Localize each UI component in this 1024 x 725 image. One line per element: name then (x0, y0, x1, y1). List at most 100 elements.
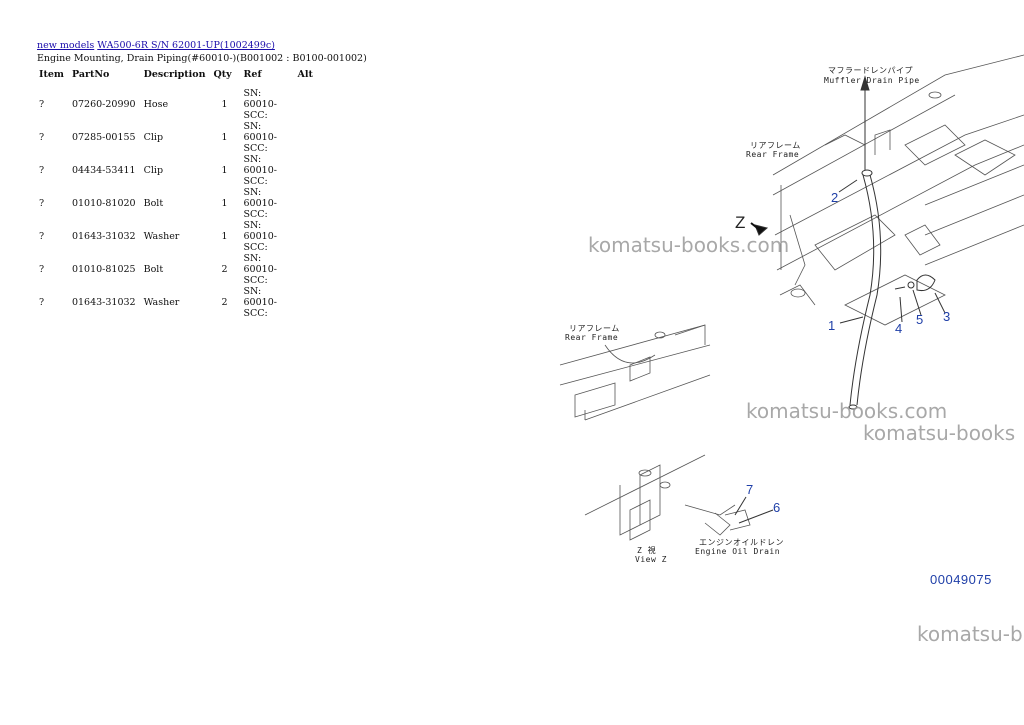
cell-qty: 2 (221, 297, 228, 308)
cell-qty: 1 (221, 165, 228, 176)
cell-qty: 1 (221, 99, 228, 110)
ref-scc: SCC: (243, 176, 268, 187)
table-row: ? 07285-00155 Clip 1 SN: 60010-SCC: (35, 121, 317, 154)
ref-scc: SCC: (243, 308, 268, 319)
cell-qty: 2 (221, 264, 228, 275)
callout-1: 1 (828, 318, 836, 333)
cell-partno: 01010-81025 (71, 264, 136, 275)
callout-7: 7 (746, 482, 754, 497)
cell-ref: SN: 60010-SCC: (240, 121, 294, 154)
page-subtitle: Engine Mounting, Drain Piping(#60010-)(B… (37, 53, 367, 64)
ref-sn: SN: 60010- (243, 154, 277, 176)
breadcrumb-link-new-models[interactable]: new models (37, 40, 95, 51)
cell-alt (294, 121, 317, 154)
engine-oil-drain-label: Engine Oil Drain (695, 547, 781, 556)
cell-ref: SN: 60010-SCC: (240, 187, 294, 220)
table-row: ? 01643-31032 Washer 2 SN: 60010-SCC: (35, 286, 317, 319)
cell-description: Bolt (143, 264, 164, 275)
cell-item: ? (39, 198, 45, 209)
header-partno: PartNo (71, 69, 110, 80)
rear-frame-label: Rear Frame (746, 150, 800, 159)
table-row: ? 01010-81025 Bolt 2 SN: 60010-SCC: (35, 253, 317, 286)
ref-sn: SN: 60010- (243, 253, 277, 275)
cell-item: ? (39, 165, 45, 176)
ref-scc: SCC: (243, 242, 268, 253)
parts-table: Item PartNo Description Qty Ref Alt ? 07… (35, 67, 317, 319)
table-row: ? 01010-81020 Bolt 1 SN: 60010-SCC: (35, 187, 317, 220)
callout-6: 6 (773, 500, 781, 515)
cell-item: ? (39, 99, 45, 110)
ref-scc: SCC: (243, 143, 268, 154)
view-z-label: View Z (635, 555, 667, 564)
ref-scc: SCC: (243, 209, 268, 220)
cell-partno: 07285-00155 (71, 132, 136, 143)
cell-alt (294, 154, 317, 187)
header-description: Description (143, 69, 206, 80)
cell-ref: SN: 60010-SCC: (240, 253, 294, 286)
watermark: komatsu-b (917, 622, 1023, 646)
cell-ref: SN: 60010-SCC: (240, 220, 294, 253)
ref-sn: SN: 60010- (243, 286, 277, 308)
parts-list-panel: new models WA500-6R S/N 62001-UP(1002499… (37, 40, 537, 319)
cell-description: Hose (143, 99, 169, 110)
cell-alt (294, 220, 317, 253)
cell-partno: 01643-31032 (71, 297, 136, 308)
cell-ref: SN: 60010-SCC: (240, 154, 294, 187)
cell-alt (294, 253, 317, 286)
cell-item: ? (39, 264, 45, 275)
cell-description: Washer (143, 231, 180, 242)
parts-diagram: マフラードレンパイプ Muffler Drain Pipe リアフレーム Rea… (545, 35, 1024, 635)
ref-sn: SN: 60010- (243, 88, 277, 110)
table-header-row: Item PartNo Description Qty Ref Alt (35, 67, 317, 88)
ref-sn: SN: 60010- (243, 187, 277, 209)
cell-partno: 07260-20990 (71, 99, 136, 110)
cell-description: Clip (143, 132, 164, 143)
cell-partno: 04434-53411 (71, 165, 136, 176)
ref-sn: SN: 60010- (243, 220, 277, 242)
engine-oil-drain-label-jp: エンジンオイルドレン (699, 538, 784, 547)
cell-alt (294, 88, 317, 121)
callout-2: 2 (831, 190, 839, 205)
callout-5: 5 (916, 312, 924, 327)
cell-item: ? (39, 297, 45, 308)
cell-alt (294, 286, 317, 319)
view-z-label-jp: Z 視 (637, 546, 657, 555)
cell-description: Washer (143, 297, 180, 308)
table-row: ? 01643-31032 Washer 1 SN: 60010-SCC: (35, 220, 317, 253)
cell-description: Clip (143, 165, 164, 176)
cell-ref: SN: 60010-SCC: (240, 88, 294, 121)
ref-scc: SCC: (243, 110, 268, 121)
ref-scc: SCC: (243, 275, 268, 286)
cell-ref: SN: 60010-SCC: (240, 286, 294, 319)
rear-frame-label-2: Rear Frame (565, 333, 619, 342)
header-ref: Ref (243, 69, 262, 80)
muffler-drain-pipe-label-jp: マフラードレンパイプ (828, 66, 913, 75)
rear-frame-label-2-jp: リアフレーム (569, 324, 620, 333)
watermark: komatsu-books.com (588, 233, 790, 257)
breadcrumb: new models WA500-6R S/N 62001-UP(1002499… (37, 40, 537, 52)
cell-partno: 01643-31032 (71, 231, 136, 242)
cell-item: ? (39, 132, 45, 143)
cell-item: ? (39, 231, 45, 242)
cell-qty: 1 (221, 198, 228, 209)
cell-partno: 01010-81020 (71, 198, 136, 209)
rear-frame-label-jp: リアフレーム (750, 141, 801, 150)
figure-number: 00049075 (930, 572, 992, 587)
cell-description: Bolt (143, 198, 164, 209)
header-alt: Alt (297, 69, 313, 80)
callout-4: 4 (895, 321, 903, 336)
watermark: komatsu-books.com (746, 399, 948, 423)
table-row: ? 07260-20990 Hose 1 SN: 60010-SCC: (35, 88, 317, 121)
breadcrumb-link-model[interactable]: WA500-6R S/N 62001-UP(1002499c) (97, 40, 275, 51)
cell-qty: 1 (221, 132, 228, 143)
muffler-drain-pipe-label: Muffler Drain Pipe (824, 76, 920, 85)
header-item: Item (39, 69, 64, 80)
view-z-marker: Z (735, 213, 746, 232)
diagram-drawing (559, 54, 1024, 541)
table-row: ? 04434-53411 Clip 1 SN: 60010-SCC: (35, 154, 317, 187)
callout-3: 3 (943, 309, 951, 324)
header-qty: Qty (213, 69, 232, 80)
cell-alt (294, 187, 317, 220)
watermark: komatsu-books (863, 421, 1016, 445)
cell-qty: 1 (221, 231, 228, 242)
